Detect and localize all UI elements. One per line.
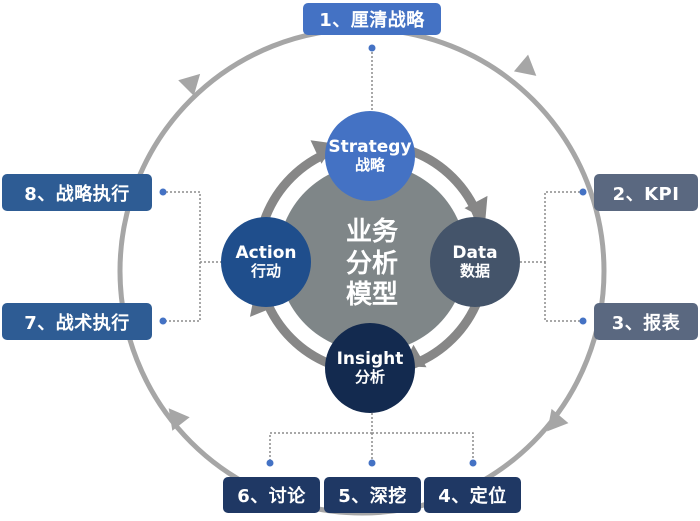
center-title-line: 分析 [345, 248, 398, 279]
center-title-line: 模型 [345, 280, 398, 311]
connector-dot [579, 188, 587, 196]
connector-data-steps [520, 191, 583, 263]
node-strategy-circle [325, 111, 415, 201]
node-insight-en: Insight [336, 348, 404, 369]
step-4-label: 4、定位 [424, 477, 521, 513]
connector-dot [368, 44, 376, 52]
inner-arrow-strategy-to-data-icon [464, 195, 488, 220]
step-8-label: 8、战略执行 [2, 174, 152, 211]
node-data-zh: 数据 [459, 262, 490, 281]
node-action-circle [221, 217, 311, 307]
step-6-label: 6、讨论 [223, 477, 320, 513]
step-3-label: 3、报表 [594, 303, 698, 340]
connector-action-step7 [163, 262, 201, 322]
step-1-label: 1、厘清战略 [303, 3, 441, 35]
connector-action-steps [163, 191, 222, 263]
node-strategy-en: Strategy [328, 136, 412, 157]
center-circle [278, 164, 466, 352]
step-2-label: 2、KPI [594, 174, 698, 211]
center-title-line: 业务 [345, 217, 398, 247]
step-7-label: 7、战术执行 [2, 303, 152, 340]
outer-arrow-bottom-right-icon [547, 408, 569, 432]
connector-data-step3 [544, 262, 583, 322]
connector-insight-steps [269, 405, 373, 462]
connector-dot [159, 188, 167, 196]
connector-dot [266, 459, 274, 467]
outer-arrow-bottom-left-icon [168, 408, 190, 431]
connector-insight-step4 [372, 432, 474, 462]
node-action-zh: 行动 [250, 262, 281, 281]
node-data-en: Data [452, 242, 498, 263]
center-title: 业务 分析 模型 [342, 217, 402, 312]
node-insight-zh: 分析 [354, 368, 385, 387]
node-strategy: Strategy 战略 [325, 121, 415, 191]
step-5-label: 5、深挖 [324, 477, 421, 513]
outer-arrow-top-right-icon [513, 54, 537, 76]
connector-dot [579, 317, 587, 325]
node-insight: Insight 分析 [325, 333, 415, 403]
node-data-circle [430, 217, 520, 307]
node-action-en: Action [235, 242, 297, 263]
connector-dot [159, 317, 167, 325]
node-action: Action 行动 [221, 227, 311, 297]
node-insight-circle [325, 323, 415, 413]
node-strategy-zh: 战略 [354, 156, 385, 175]
connector-dot [469, 459, 477, 467]
outer-arrow-top-left-icon [178, 73, 201, 96]
connector-dot [368, 459, 376, 467]
node-data: Data 数据 [430, 227, 520, 297]
